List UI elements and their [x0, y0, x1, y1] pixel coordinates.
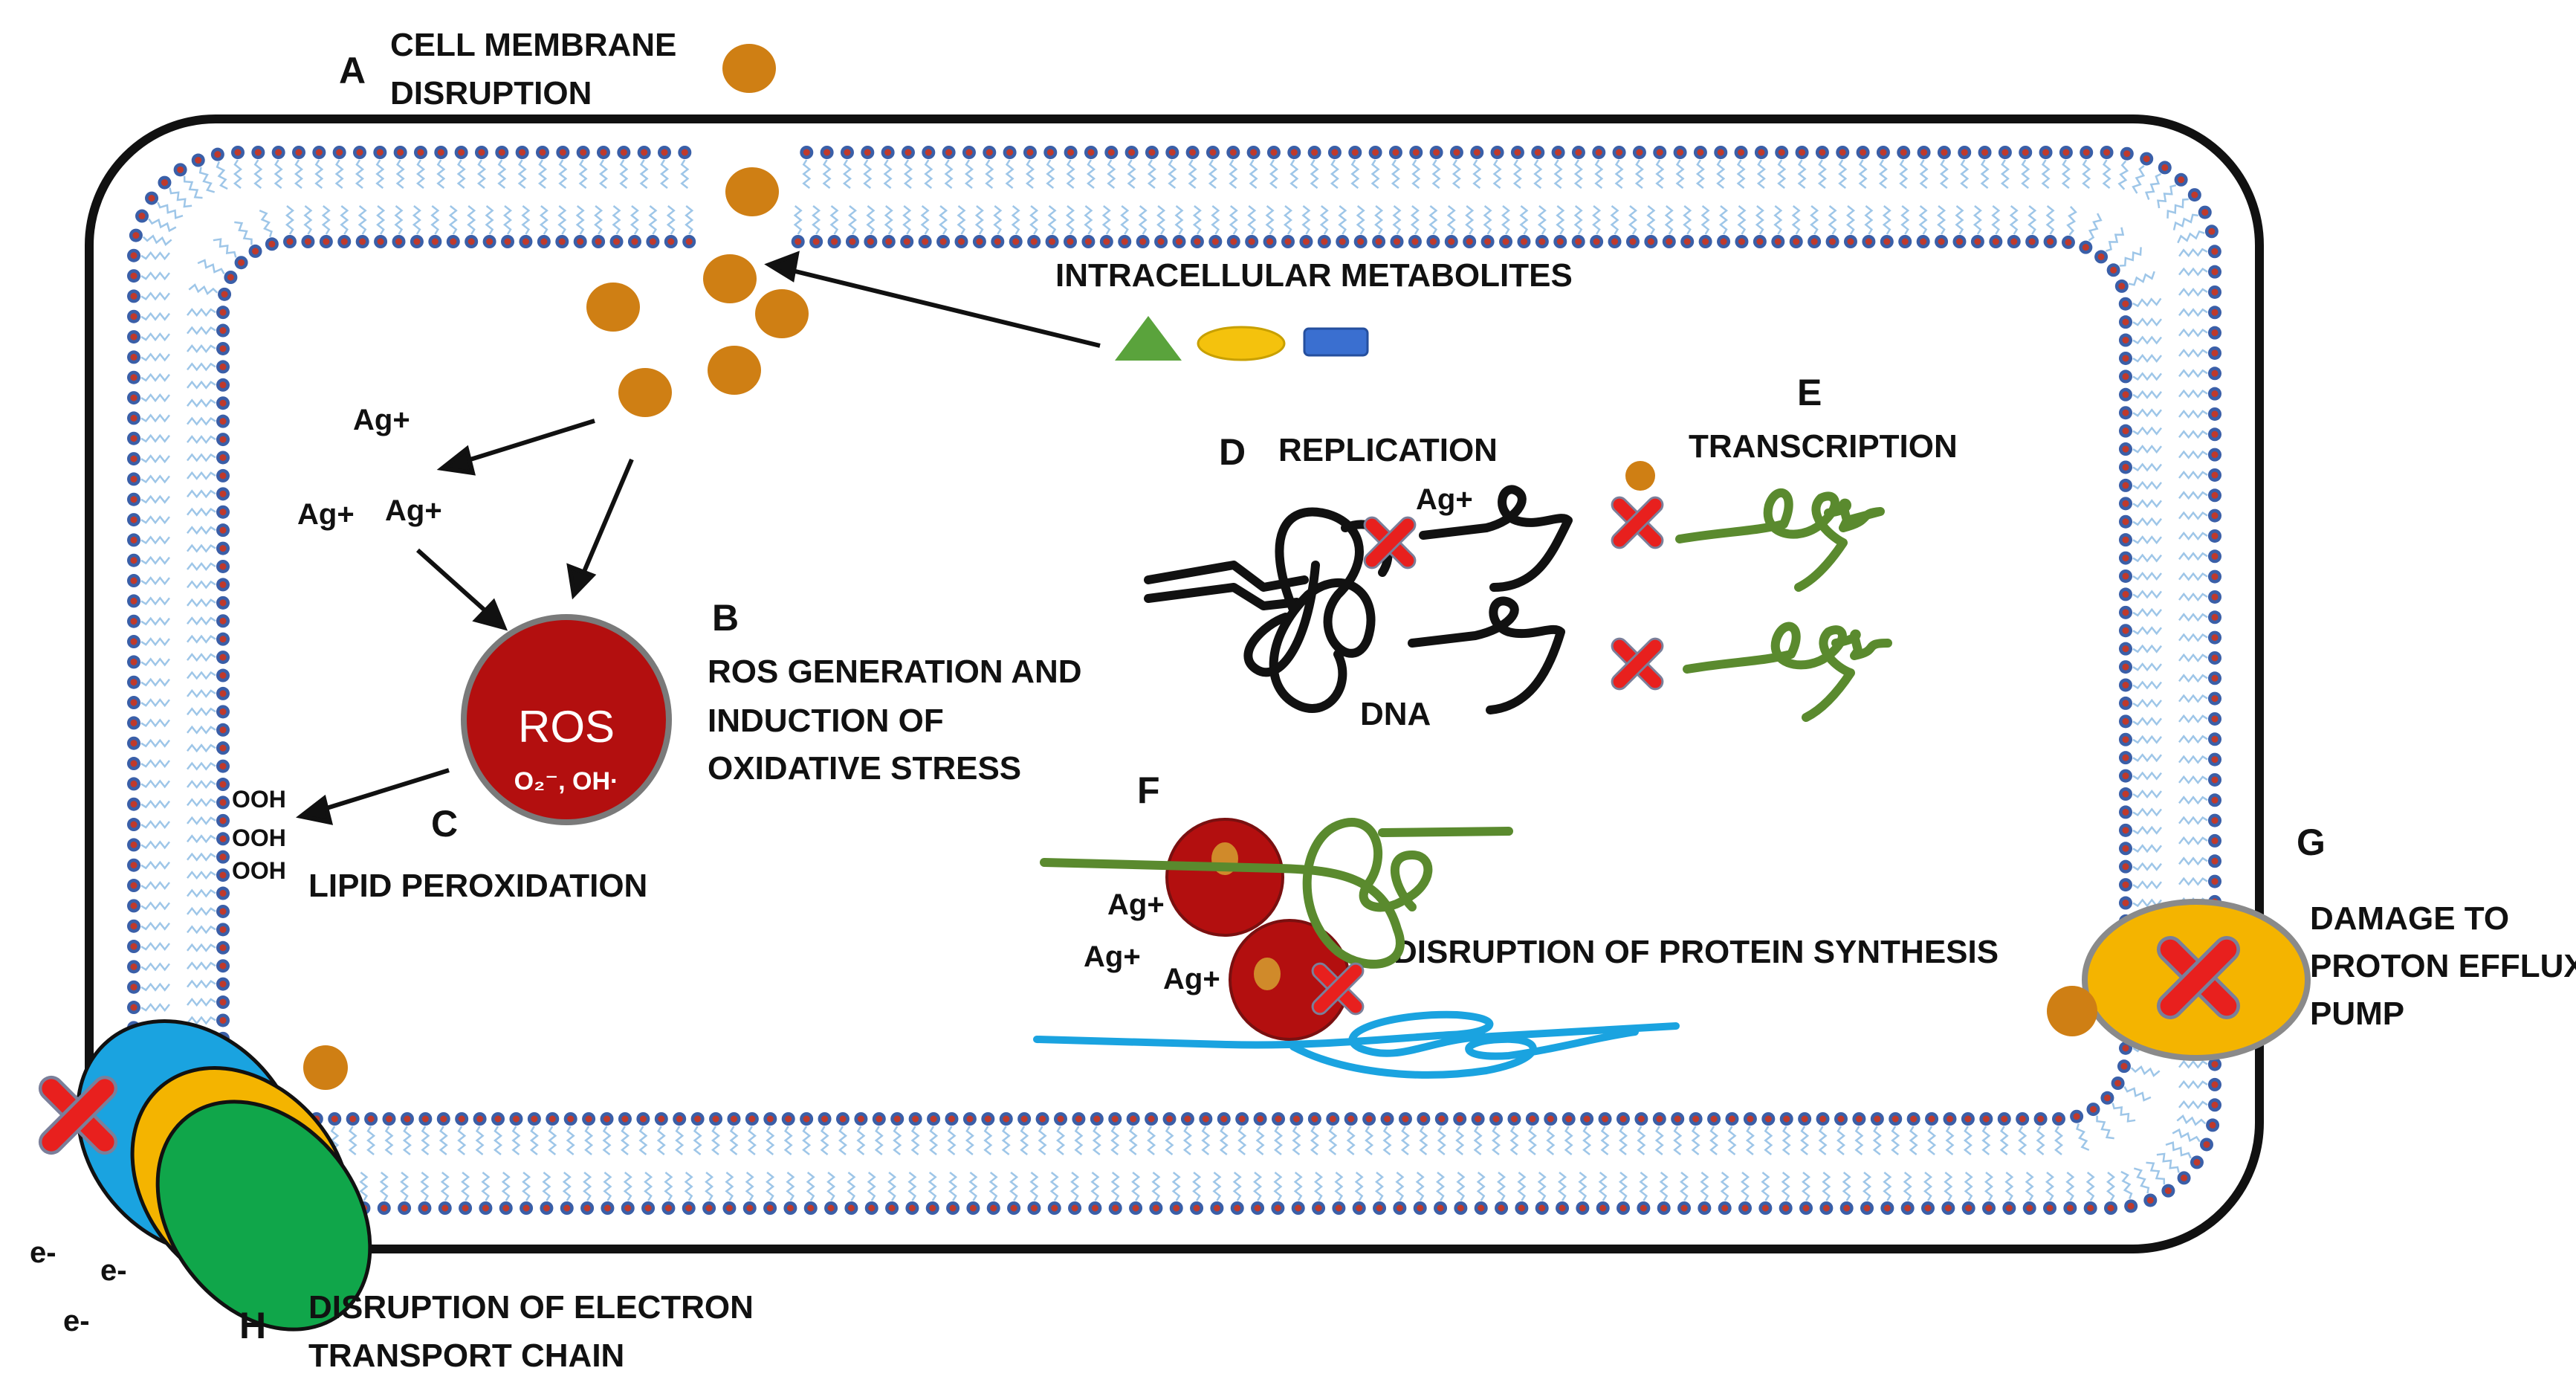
- label-f-letter: F: [1137, 769, 1160, 811]
- ribosome-core-2: [1254, 958, 1281, 990]
- label-e-letter: E: [1797, 372, 1822, 413]
- label-d: D REPLICATION: [1219, 431, 1498, 473]
- metabolite-rect-icon: [1303, 327, 1369, 357]
- label-h-line2: TRANSPORT CHAIN: [308, 1337, 624, 1374]
- ag-ion-ribo-2: Ag+: [1084, 940, 1141, 973]
- electron-3: e-: [63, 1305, 90, 1337]
- x-cross-icon-replication: [1363, 516, 1417, 569]
- electron-2: e-: [100, 1254, 127, 1287]
- label-g-line2: PROTON EFFLUX: [2310, 948, 2576, 984]
- label-e-line1: TRANSCRIPTION: [1689, 428, 1958, 465]
- label-c-line1: LIPID PEROXIDATION: [308, 868, 647, 904]
- label-f-line1: DISRUPTION OF PROTEIN SYNTHESIS: [1394, 934, 1999, 970]
- metabolites-label: INTRACELLULAR METABOLITES: [1055, 257, 1573, 294]
- nanoparticle-7: [618, 368, 672, 417]
- metabolite-ellipse-icon: [1197, 326, 1286, 361]
- nanoparticle-1: [722, 44, 776, 93]
- label-b-line2: INDUCTION OF: [708, 703, 944, 739]
- cell-wall: [85, 114, 2264, 1253]
- x-cross-icon-pump: [2156, 935, 2241, 1020]
- label-b-letter: B: [712, 597, 739, 639]
- etc-complex-green: [155, 1100, 372, 1332]
- label-h-letter: H: [239, 1305, 266, 1346]
- label-d-letter: D: [1219, 431, 1246, 473]
- rna-strand-icon: [1675, 488, 1892, 722]
- nanoparticle-2: [725, 167, 779, 216]
- label-d-line1: REPLICATION: [1278, 432, 1498, 468]
- electron-1: e-: [30, 1236, 56, 1269]
- ag-ion-ribo-3: Ag+: [1163, 963, 1220, 995]
- dna-label: DNA: [1360, 696, 1431, 732]
- label-g: G DAMAGE TO PROTON EFFLUX PUMP: [2297, 822, 2576, 1032]
- dna-fragment-2: [1408, 596, 1565, 714]
- ros-species: O₂⁻, OH·: [514, 767, 619, 795]
- x-cross-icon-protein: [1311, 962, 1365, 1016]
- inhibition-crosses: [38, 496, 2241, 1155]
- ag-ion-ribo-1: Ag+: [1107, 888, 1165, 921]
- nanoparticle-icon: [1625, 461, 1655, 491]
- ooh-3: OOH: [232, 857, 286, 884]
- nanoparticle-3: [703, 254, 757, 303]
- ag-ion-1: Ag+: [353, 404, 410, 436]
- protein-chain: [1040, 818, 1513, 969]
- label-a: A CELL MEMBRANE DISRUPTION: [339, 27, 676, 112]
- metabolite-triangle-icon: [1115, 316, 1182, 361]
- x-cross-icon-transcription-2: [1611, 637, 1664, 691]
- dna-strand-icon: [1144, 507, 1393, 713]
- silver-nanoparticles: [586, 44, 809, 417]
- label-b: B ROS GENERATION AND INDUCTION OF OXIDAT…: [708, 597, 1082, 787]
- ooh-1: OOH: [232, 786, 286, 813]
- ros-sphere: [461, 614, 672, 825]
- label-a-line1: CELL MEMBRANE: [390, 27, 676, 63]
- label-e: E TRANSCRIPTION: [1689, 372, 1958, 465]
- label-g-line3: PUMP: [2310, 995, 2404, 1032]
- nanoparticle-6: [708, 346, 761, 395]
- lipid-bilayer-membrane: [127, 146, 2221, 1215]
- label-g-letter: G: [2297, 822, 2326, 863]
- ag-ion-dna: Ag+: [1416, 483, 1473, 516]
- label-c-letter: C: [431, 803, 458, 845]
- ribosome-icon: [1165, 818, 1284, 937]
- nanoparticle-icon-etc: [303, 1045, 348, 1090]
- nanoparticle-5: [586, 283, 640, 332]
- dna-fragment-1: [1419, 485, 1573, 592]
- label-h: H DISRUPTION OF ELECTRON TRANSPORT CHAIN: [239, 1289, 754, 1374]
- ag-ion-3: Ag+: [385, 494, 442, 527]
- mrna-strand-icon: [1033, 1010, 1680, 1079]
- ooh-2: OOH: [232, 824, 286, 851]
- electron-transport-chain: [76, 1019, 372, 1332]
- ag-ion-2: Ag+: [297, 498, 355, 531]
- x-cross-icon-transcription-1: [1611, 496, 1664, 549]
- label-c: C LIPID PEROXIDATION: [308, 803, 647, 904]
- x-cross-icon-etc: [38, 1075, 118, 1155]
- label-a-line2: DISRUPTION: [390, 75, 592, 112]
- label-f: F DISRUPTION OF PROTEIN SYNTHESIS: [1137, 769, 1999, 970]
- label-b-line3: OXIDATIVE STRESS: [708, 750, 1021, 787]
- arrows: [295, 251, 1101, 825]
- nanoparticle-icon-pump: [2047, 986, 2097, 1036]
- label-b-line1: ROS GENERATION AND: [708, 653, 1082, 690]
- label-h-line1: DISRUPTION OF ELECTRON: [308, 1289, 754, 1326]
- ros-title: ROS: [518, 702, 615, 752]
- label-a-letter: A: [339, 50, 366, 91]
- nanoparticle-4: [755, 289, 809, 338]
- label-g-line1: DAMAGE TO: [2310, 900, 2509, 937]
